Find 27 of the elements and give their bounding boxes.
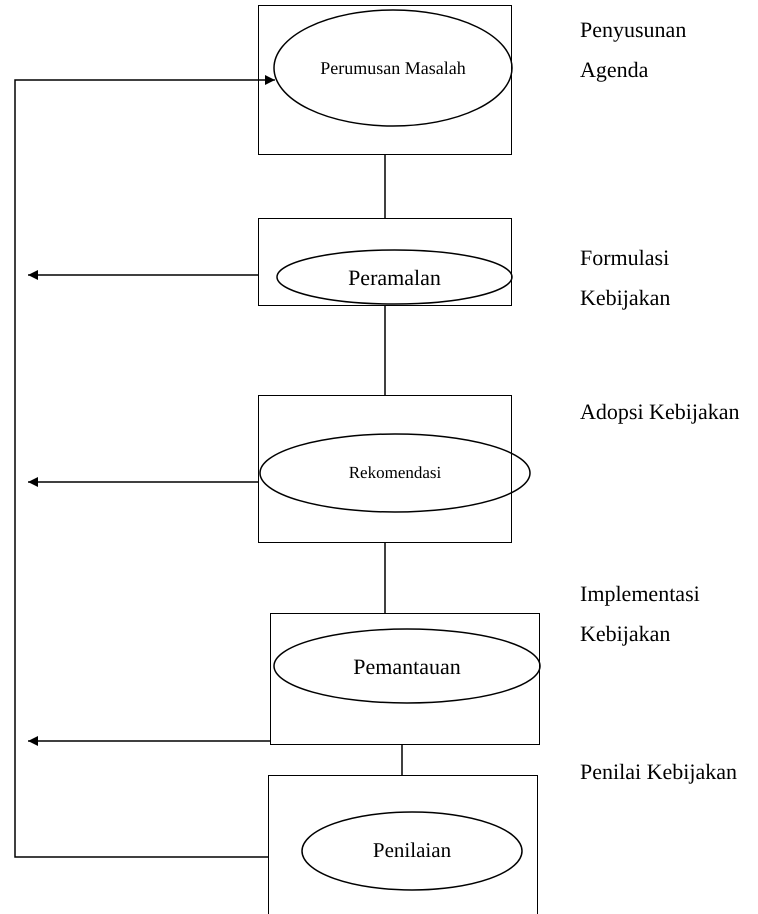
step-label: Pemantauan — [353, 652, 461, 680]
stage-box — [258, 5, 512, 155]
step-label: Perumusan Masalah — [320, 56, 466, 80]
connector-line — [401, 745, 403, 775]
phase-label: Penyusunan Agenda — [580, 16, 688, 84]
step-label: Peramalan — [348, 264, 441, 292]
process-ellipse — [273, 9, 513, 127]
phase-label: Implementasi Kebijakan — [580, 580, 701, 648]
process-ellipse — [273, 628, 541, 704]
arrow — [28, 477, 258, 487]
phase-label: Adopsi Kebijakan — [580, 398, 740, 426]
arrow — [28, 736, 270, 746]
arrow — [14, 75, 275, 858]
connector-line — [384, 306, 386, 395]
phase-label: Formulasi Kebijakan — [580, 244, 672, 312]
process-ellipse — [276, 249, 513, 305]
step-label: Penilaian — [372, 837, 452, 864]
connector-line — [384, 155, 386, 218]
stage-box — [268, 775, 538, 914]
stage-box — [270, 613, 540, 745]
process-ellipse — [301, 811, 523, 891]
phase-label: Penilai Kebijakan — [580, 758, 738, 786]
step-label: Rekomendasi — [348, 462, 442, 484]
process-ellipse — [259, 433, 531, 513]
connector-line — [384, 543, 386, 613]
arrow — [28, 270, 258, 280]
stage-box — [258, 218, 512, 306]
